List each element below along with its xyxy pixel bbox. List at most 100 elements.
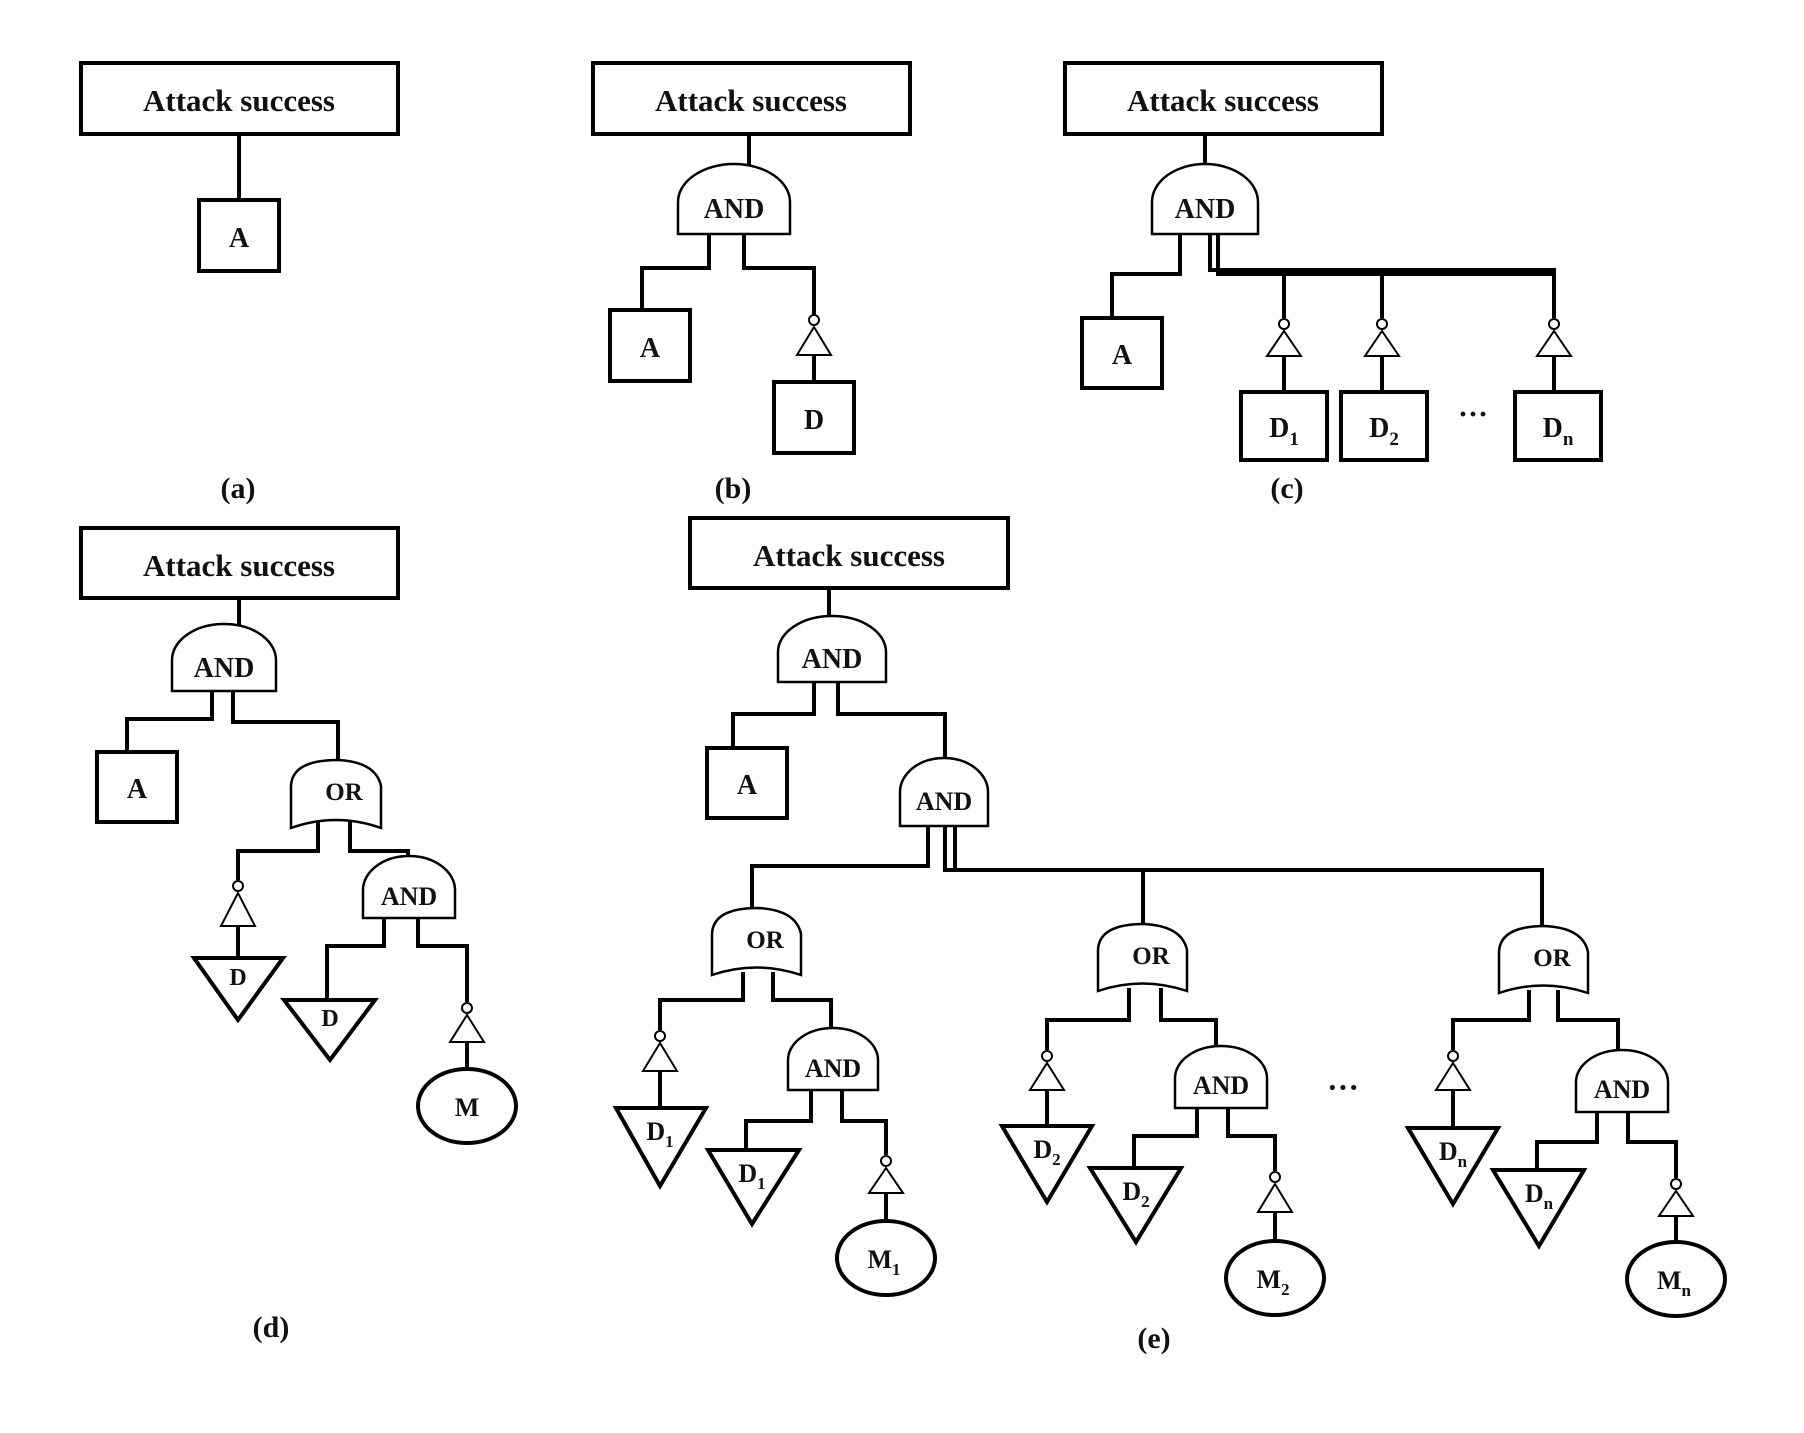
defense-triangle-label-2b: D2 [1122, 1177, 1149, 1211]
mitigation-ellipse-2 [1224, 1239, 1326, 1317]
defense-triangle-label-2: D2 [1033, 1135, 1060, 1169]
attack-node-box [197, 198, 281, 273]
panel-e-caption: (e) [1137, 1322, 1170, 1355]
defense-node-label: D [804, 405, 824, 436]
mitigation-ellipse [416, 1067, 518, 1145]
not-bubble [654, 1030, 666, 1042]
defense-triangle-1 [612, 1106, 710, 1191]
not-bubble [1041, 1050, 1053, 1062]
negation-triangle [448, 1013, 486, 1043]
defense-triangle-label: D [229, 965, 246, 991]
not-bubble [808, 314, 820, 326]
attack-node-box [705, 746, 789, 820]
and-gate-n [1574, 1048, 1670, 1114]
and-gate-label: AND [704, 194, 765, 225]
and-gate-label: AND [381, 882, 437, 911]
mitigation-ellipse-1 [835, 1219, 937, 1297]
or-gate [289, 758, 383, 830]
defense-node-box-1 [1239, 390, 1329, 462]
ellipsis: ··· [1458, 398, 1488, 431]
and-gate-label: AND [194, 653, 255, 684]
attack-node-label: A [229, 223, 250, 254]
mitigation-label-1: M1 [867, 1245, 900, 1279]
defense-triangle-2 [998, 1124, 1096, 1206]
panel-c-caption: (c) [1270, 472, 1303, 505]
negation-triangle [1434, 1061, 1472, 1091]
not-bubble [1447, 1050, 1459, 1062]
defense-node-box-n [1513, 390, 1603, 462]
panel-b: Attack success AND A D (b) [591, 61, 912, 505]
negation-triangle [867, 1166, 905, 1194]
negation-triangle [795, 325, 833, 356]
and-gate [170, 622, 278, 693]
negation-triangle [1657, 1189, 1695, 1217]
and-gate-2 [1173, 1044, 1269, 1110]
attack-node-label: A [640, 333, 661, 364]
negation-triangle [641, 1041, 679, 1072]
defense-triangle-n [1404, 1126, 1502, 1208]
defense-triangle-label-nb: Dn [1525, 1179, 1554, 1213]
defense-triangle [190, 956, 287, 1024]
panel-a: Attack success A (a) [79, 61, 400, 505]
defense-node-label-n: Dn [1543, 413, 1574, 450]
attack-success-label: Attack success [753, 538, 945, 573]
or-gate-label: OR [746, 927, 784, 954]
not-bubble [1269, 1171, 1281, 1183]
not-bubble [880, 1155, 892, 1167]
attack-node-box [608, 308, 692, 383]
and-gate-label: AND [1594, 1075, 1650, 1104]
ellipsis: ··· [1327, 1069, 1359, 1105]
panel-c: Attack success AND A D1 D2 ··· Dn (c) [1063, 61, 1603, 505]
attack-success-box [79, 526, 400, 600]
defense-triangle-label-1: D1 [646, 1117, 673, 1151]
or-gate-label: OR [1533, 945, 1571, 972]
defense-triangle [279, 998, 379, 1064]
not-bubble [461, 1002, 473, 1014]
negation-triangle [1265, 329, 1303, 357]
and-gate [676, 162, 792, 236]
attack-success-box [1063, 61, 1384, 136]
panel-d: Attack success AND A OR D AND D M (d) [79, 526, 518, 1344]
mitigation-label-n: Mn [1657, 1266, 1692, 1300]
defense-triangle-label-n: Dn [1439, 1137, 1468, 1171]
negation-triangle [1256, 1182, 1294, 1213]
mitigation-label: M [455, 1093, 480, 1122]
attack-success-label: Attack success [655, 83, 847, 118]
panel-e: Attack success AND A AND OR D1 AND D1 M1… [612, 516, 1727, 1355]
mitigation-ellipse-n [1625, 1240, 1727, 1318]
and-gate-label: AND [1193, 1071, 1249, 1100]
defense-triangle-nb [1489, 1168, 1588, 1250]
or-gate-2 [1096, 922, 1189, 993]
panel-d-caption: (d) [253, 1311, 290, 1344]
defense-triangle-label-1b: D1 [738, 1159, 765, 1193]
attack-node-label: A [127, 774, 148, 805]
defense-node-box-2 [1339, 390, 1429, 462]
negation-triangle [1363, 329, 1401, 357]
not-bubble [232, 880, 244, 892]
and-gate-label: AND [802, 644, 863, 675]
attack-node-box [1080, 316, 1164, 390]
and-gate [1150, 162, 1260, 236]
defense-triangle-1b [704, 1148, 803, 1228]
negation-triangle [1028, 1061, 1066, 1091]
and-gate-label: AND [805, 1054, 861, 1083]
and-gate [776, 614, 888, 684]
not-bubble [1548, 318, 1560, 330]
defense-triangle-2b [1086, 1166, 1185, 1246]
attack-success-label: Attack success [143, 83, 335, 118]
and-gate-label: AND [1175, 194, 1236, 225]
attack-node-label: A [737, 770, 758, 801]
attack-success-box [79, 61, 400, 136]
attack-success-box [688, 516, 1010, 590]
not-bubble [1670, 1178, 1682, 1190]
negation-triangle [219, 890, 257, 927]
and-gate [898, 756, 990, 828]
or-gate-1 [710, 906, 803, 977]
and-gate-label: AND [916, 787, 972, 816]
attack-success-label: Attack success [1127, 83, 1319, 118]
defense-node-box [772, 380, 856, 455]
not-bubble [1376, 318, 1388, 330]
attack-success-label: Attack success [143, 548, 335, 583]
not-bubble [1278, 318, 1290, 330]
defense-node-label-2: D2 [1369, 413, 1399, 450]
